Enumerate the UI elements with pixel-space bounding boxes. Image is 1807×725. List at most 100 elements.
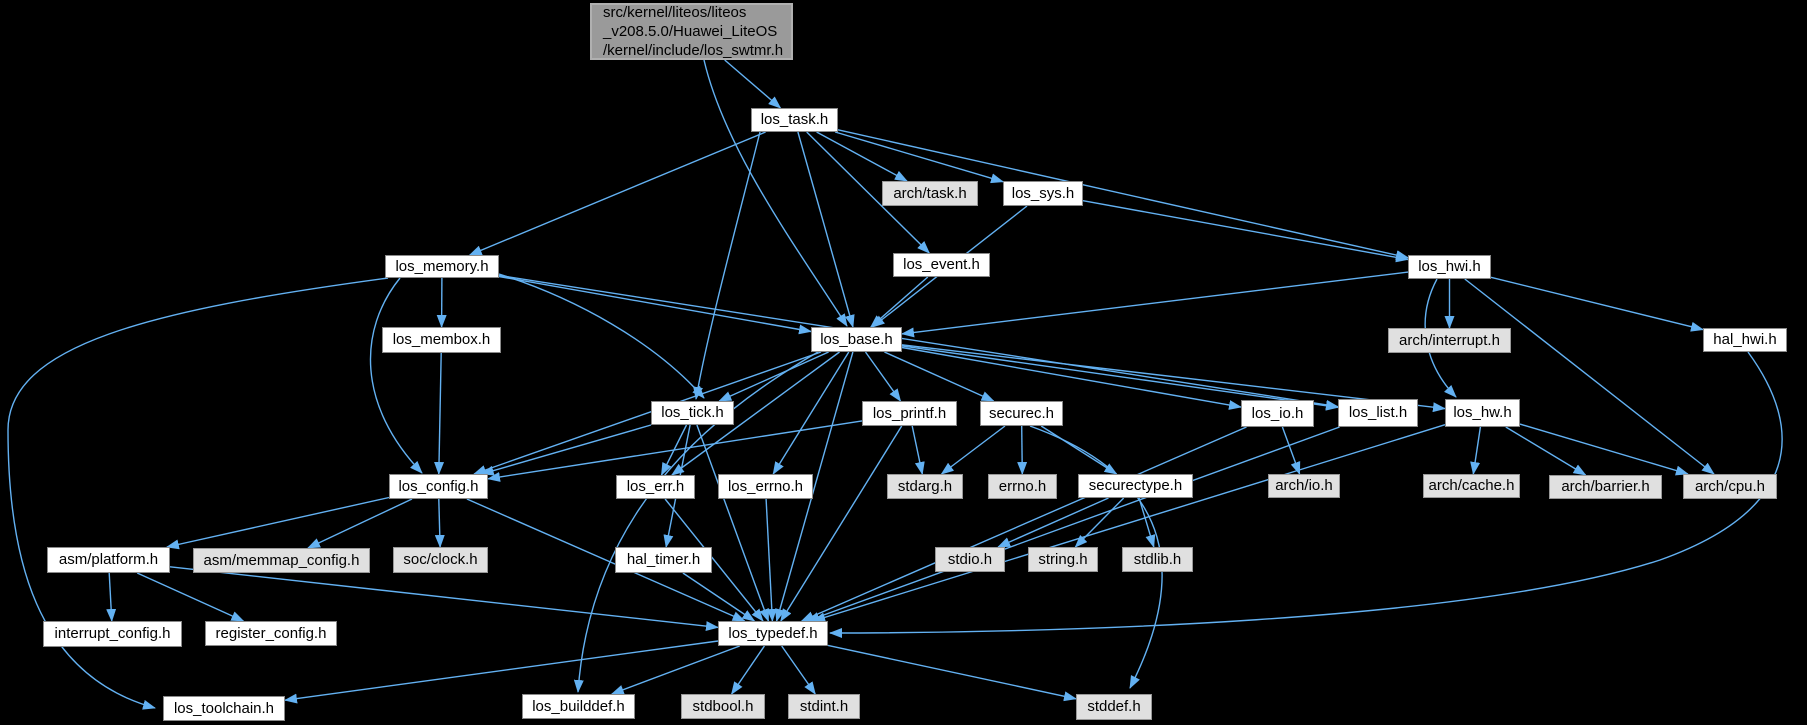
edge-los_errno-los_typedef (765, 498, 777, 622)
edge-los_base-securec (884, 351, 995, 402)
edge-los_hwi-arch_cpu (1464, 278, 1715, 475)
node-arch_cpu[interactable]: arch/cpu.h (1683, 474, 1777, 499)
node-arch_cache[interactable]: arch/cache.h (1423, 474, 1520, 498)
edge-los_base-los_errno (772, 351, 850, 475)
edge-securec-stdarg (940, 425, 1006, 475)
node-los_io[interactable]: los_io.h (1241, 400, 1314, 427)
node-arch_barrier[interactable]: arch/barrier.h (1549, 475, 1662, 499)
node-los_typedef[interactable]: los_typedef.h (718, 621, 828, 646)
edge-los_task-los_event (806, 131, 931, 254)
edge-los_hw-arch_cache (1470, 426, 1482, 475)
edge-securectype-stdio (997, 497, 1109, 548)
node-los_tick[interactable]: los_tick.h (651, 401, 734, 425)
node-securectype[interactable]: securectype.h (1078, 474, 1193, 498)
node-hal_hwi[interactable]: hal_hwi.h (1703, 328, 1787, 352)
edge-los_memory-los_tick (498, 273, 705, 399)
edge-los_typedef-stdint (781, 645, 816, 695)
node-los_config[interactable]: los_config.h (389, 474, 488, 499)
node-interrupt_config[interactable]: interrupt_config.h (43, 621, 182, 647)
edge-los_tick-los_config (480, 424, 652, 476)
edge-los_base-los_tick (718, 351, 829, 402)
edge-los_task-los_memory (468, 131, 766, 256)
edge-los_base-los_hw (901, 344, 1446, 413)
node-los_err[interactable]: los_err.h (616, 475, 695, 499)
edge-asm_platform-register_config (136, 572, 245, 622)
node-securec[interactable]: securec.h (980, 401, 1063, 426)
edge-los_base-los_io (901, 346, 1242, 410)
node-arch_task[interactable]: arch/task.h (882, 181, 978, 206)
edge-los_task-arch_task (816, 131, 908, 182)
node-stddef[interactable]: stddef.h (1076, 694, 1152, 720)
node-los_base[interactable]: los_base.h (811, 327, 902, 352)
edge-swtmr-los_base (703, 59, 848, 327)
node-los_printf[interactable]: los_printf.h (862, 401, 957, 426)
node-los_task[interactable]: los_task.h (751, 108, 838, 132)
node-soc_clock[interactable]: soc/clock.h (393, 547, 488, 573)
node-los_sys[interactable]: los_sys.h (1003, 181, 1083, 206)
edge-los_config-asm_platform (165, 496, 390, 550)
edge-los_typedef-los_toolchain (284, 640, 719, 704)
node-swtmr: src/kernel/liteos/liteos_v208.5.0/Huawei… (590, 3, 793, 60)
node-arch_interrupt[interactable]: arch/interrupt.h (1388, 328, 1511, 353)
edge-los_io-los_typedef (800, 426, 1247, 622)
node-los_builddef[interactable]: los_builddef.h (522, 694, 635, 719)
node-los_list[interactable]: los_list.h (1338, 399, 1418, 427)
edge-los_task-los_base (797, 131, 855, 328)
edge-los_task-los_sys (834, 131, 1004, 184)
edge-los_err-los_typedef (664, 498, 764, 622)
node-asm_memmap[interactable]: asm/memmap_config.h (193, 548, 370, 573)
node-los_hwi[interactable]: los_hwi.h (1408, 255, 1491, 279)
edge-los_config-los_typedef (466, 498, 746, 622)
edge-securec-errno (1017, 425, 1028, 475)
node-los_membox[interactable]: los_membox.h (382, 327, 501, 353)
edge-los_printf-stdarg (911, 425, 925, 475)
edge-securec-stddef (1029, 425, 1163, 689)
node-los_errno[interactable]: los_errno.h (718, 474, 813, 499)
node-register_config[interactable]: register_config.h (205, 621, 337, 646)
edge-securec-securectype (1040, 425, 1118, 475)
edge-los_base-los_err (671, 351, 840, 476)
node-hal_timer[interactable]: hal_timer.h (615, 547, 712, 573)
edge-los_printf-los_typedef (780, 425, 903, 622)
edge-asm_platform-interrupt_config (106, 572, 117, 622)
node-stdint[interactable]: stdint.h (788, 694, 860, 719)
node-los_hw[interactable]: los_hw.h (1445, 399, 1520, 427)
edge-hal_hwi-los_typedef (829, 351, 1783, 638)
edge-los_hw-arch_barrier (1505, 426, 1587, 476)
node-los_toolchain[interactable]: los_toolchain.h (163, 696, 285, 721)
edge-los_base-los_printf (864, 351, 902, 402)
edge-los_hwi-los_base (901, 271, 1409, 338)
edge-los_hw-arch_cpu (1519, 423, 1689, 476)
edge-los_hwi-hal_hwi (1490, 276, 1704, 332)
edge-los_task-los_tick (693, 131, 761, 400)
node-stdarg[interactable]: stdarg.h (887, 474, 963, 499)
node-string[interactable]: string.h (1028, 547, 1098, 572)
node-errno[interactable]: errno.h (988, 474, 1057, 499)
edge-asm_platform-los_typedef (169, 566, 719, 632)
edge-los_memory-los_list (498, 274, 1339, 410)
node-asm_platform[interactable]: asm/platform.h (47, 547, 170, 573)
edge-los_typedef-stdbool (731, 645, 765, 695)
edge-securectype-string (1074, 497, 1125, 548)
edge-los_memory-los_config (369, 277, 423, 474)
edge-los_memory-los_base (498, 275, 812, 335)
node-los_event[interactable]: los_event.h (893, 253, 990, 277)
node-stdbool[interactable]: stdbool.h (681, 694, 765, 719)
edge-los_event-los_base (870, 276, 929, 328)
node-los_memory[interactable]: los_memory.h (385, 255, 499, 278)
edge-los_config-soc_clock (434, 498, 445, 548)
node-stdlib[interactable]: stdlib.h (1122, 547, 1193, 572)
edge-los_base-los_config (473, 351, 822, 475)
edge-los_typedef-los_builddef (610, 645, 740, 695)
edge-los_printf-los_config (487, 420, 863, 482)
edge-swtmr-los_task (724, 59, 782, 109)
edge-los_tick-los_typedef (696, 424, 770, 622)
edge-los_io-arch_io (1281, 426, 1301, 475)
edge-los_list-los_typedef (806, 426, 1340, 622)
node-stdio[interactable]: stdio.h (935, 547, 1005, 572)
edge-los_base-los_list (901, 345, 1339, 411)
edge-los_memory-los_toolchain (7, 277, 389, 710)
node-arch_io[interactable]: arch/io.h (1268, 474, 1340, 498)
